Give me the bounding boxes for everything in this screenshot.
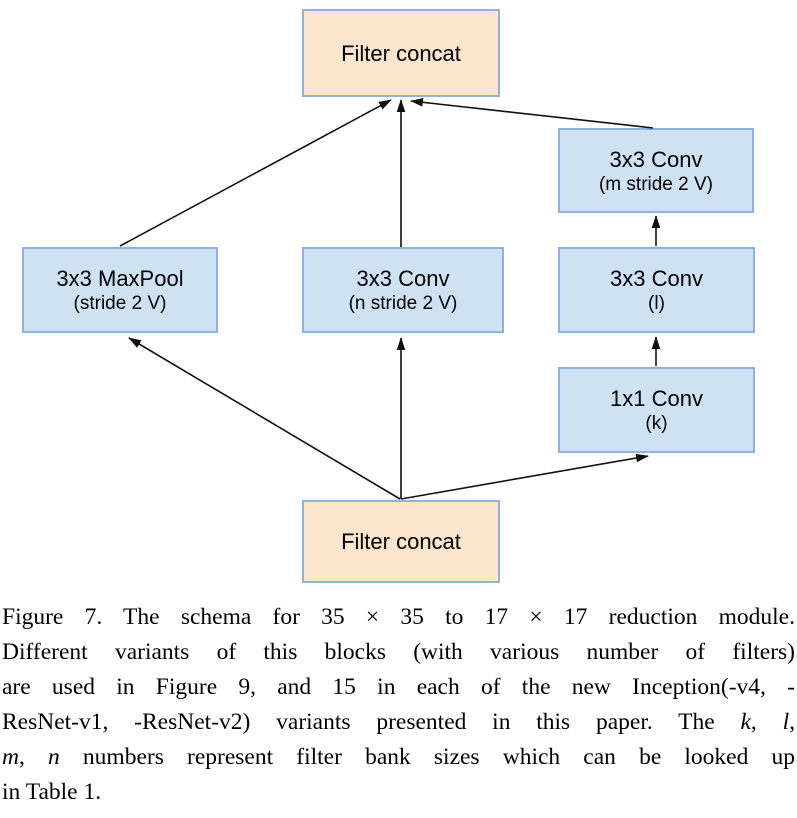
caption-text: Different variants of this blocks (with …: [2, 638, 795, 665]
node-sublabel: (k): [645, 413, 668, 434]
node-label: 3x3 MaxPool: [56, 266, 184, 291]
caption-text: Figure 7. The schema for 35 × 35 to 17 ×…: [2, 604, 795, 630]
node-filter-concat-top: Filter concat: [302, 9, 500, 97]
node-conv-1x1-k: 1x1 Conv (k): [558, 367, 755, 453]
caption-text: ,: [789, 708, 796, 735]
edge-conv-m-to-concat-top: [410, 98, 654, 129]
caption-line-5: m, n numbers represent filter bank sizes…: [2, 740, 795, 775]
node-maxpool-3x3: 3x3 MaxPool (stride 2 V): [22, 247, 218, 333]
caption-text: numbers represent filter bank sizes whic…: [59, 743, 796, 770]
edge-maxpool-to-concat-top: [119, 99, 392, 247]
edge-concat-bottom-to-maxpool: [128, 337, 401, 500]
math-var-n: n: [48, 743, 60, 770]
math-var-m: m: [2, 743, 19, 770]
caption-line-6: in Table 1.: [2, 775, 795, 810]
node-label: 3x3 Conv: [356, 266, 450, 291]
caption-text: ,: [750, 708, 783, 735]
node-sublabel: (n stride 2 V): [348, 293, 458, 314]
node-label: Filter concat: [341, 529, 461, 554]
node-conv-3x3-n: 3x3 Conv (n stride 2 V): [302, 247, 504, 333]
node-sublabel: (m stride 2 V): [598, 173, 714, 195]
math-var-k: k: [740, 708, 751, 735]
node-conv-3x3-m: 3x3 Conv (m stride 2 V): [558, 128, 754, 213]
caption-line-4: ResNet-v1, -ResNet-v2) variants presente…: [2, 705, 795, 740]
caption-line-2: Different variants of this blocks (with …: [2, 635, 795, 670]
edge-concat-bottom-to-conv-k: [400, 453, 649, 500]
caption-line-1: Figure 7. The schema for 35 × 35 to 17 ×…: [2, 600, 795, 635]
node-conv-3x3-l: 3x3 Conv (l): [558, 247, 755, 333]
caption-text: ,: [18, 743, 49, 770]
math-var-l: l: [782, 708, 790, 735]
node-sublabel: (stride 2 V): [73, 293, 167, 314]
node-label: 1x1 Conv: [610, 386, 703, 411]
node-filter-concat-bottom: Filter concat: [302, 500, 500, 583]
caption-text: are used in Figure 9, and 15 in each of …: [2, 673, 795, 700]
caption-text: ResNet-v1, -ResNet-v2) variants presente…: [2, 708, 741, 735]
node-label: 3x3 Conv: [609, 146, 703, 172]
caption-text: in Table 1.: [2, 778, 102, 805]
node-label: Filter concat: [341, 40, 461, 66]
caption-line-3: are used in Figure 9, and 15 in each of …: [2, 670, 795, 705]
node-sublabel: (l): [648, 293, 665, 314]
figure-caption: Figure 7. The schema for 35 × 35 to 17 ×…: [0, 600, 797, 809]
reduction-module-diagram: Filter concat 3x3 MaxPool (stride 2 V) 3…: [22, 9, 755, 583]
node-label: 3x3 Conv: [610, 266, 703, 291]
